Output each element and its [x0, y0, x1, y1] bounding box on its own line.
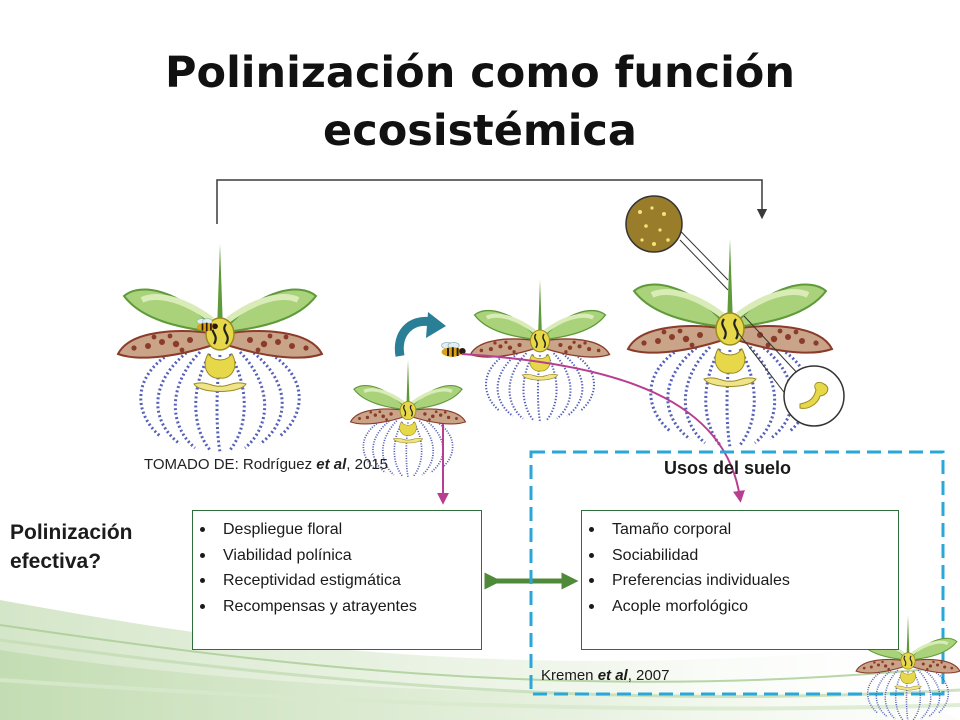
credit-etal: et al	[316, 456, 347, 473]
curved-arrow-head	[426, 312, 446, 338]
ref-author: Kremen	[541, 667, 598, 684]
image-credit: TOMADO DE: Rodríguez et al, 2015	[144, 456, 388, 473]
plant-traits-list: Despliegue floral Viabilidad polínica Re…	[193, 511, 481, 619]
list-item: Recompensas y atrayentes	[200, 594, 481, 620]
orchid-flower-icon	[118, 244, 322, 452]
list-item: Preferencias individuales	[589, 568, 898, 594]
zoom-line	[735, 329, 791, 401]
zoom-line	[743, 315, 801, 377]
title-line-1: Polinización como función	[165, 48, 795, 98]
effective-pollination-question: Polinización efectiva?	[10, 518, 133, 576]
pollinator-traits-list: Tamaño corporal Sociabilidad Preferencia…	[582, 511, 898, 619]
ref-year: , 2007	[627, 667, 670, 684]
list-item: Sociabilidad	[589, 543, 898, 569]
ref-etal: et al	[597, 667, 628, 684]
list-item: Acople morfológico	[589, 594, 898, 620]
land-use-label: Usos del suelo	[664, 458, 792, 478]
curved-arrow-icon	[394, 316, 433, 357]
list-item: Despliegue floral	[200, 517, 481, 543]
zoom-line	[679, 239, 729, 291]
stigma-detail-icon	[783, 365, 845, 427]
slide-title: Polinización como función ecosistémica	[0, 44, 960, 160]
pollinator-traits-arrow	[461, 353, 745, 503]
kremen-reference: Kremen et al, 2007	[541, 667, 669, 684]
orchid-flower-icon	[470, 280, 609, 422]
question-line-1: Polinización	[10, 521, 133, 544]
feedback-connector	[216, 179, 768, 224]
list-item: Tamaño corporal	[589, 517, 898, 543]
list-item: Viabilidad polínica	[200, 543, 481, 569]
land-use-frame	[529, 450, 945, 696]
title-line-2: ecosistémica	[323, 106, 637, 156]
question-line-2: efectiva?	[10, 550, 102, 573]
credit-year: , 2015	[346, 456, 389, 473]
pollinator-traits-box: Tamaño corporal Sociabilidad Preferencia…	[581, 510, 899, 650]
plant-traits-box: Despliegue floral Viabilidad polínica Re…	[192, 510, 482, 650]
credit-text: TOMADO DE: Rodríguez	[144, 456, 317, 473]
pollen-grains-icon	[625, 195, 683, 253]
list-item: Receptividad estigmática	[200, 568, 481, 594]
